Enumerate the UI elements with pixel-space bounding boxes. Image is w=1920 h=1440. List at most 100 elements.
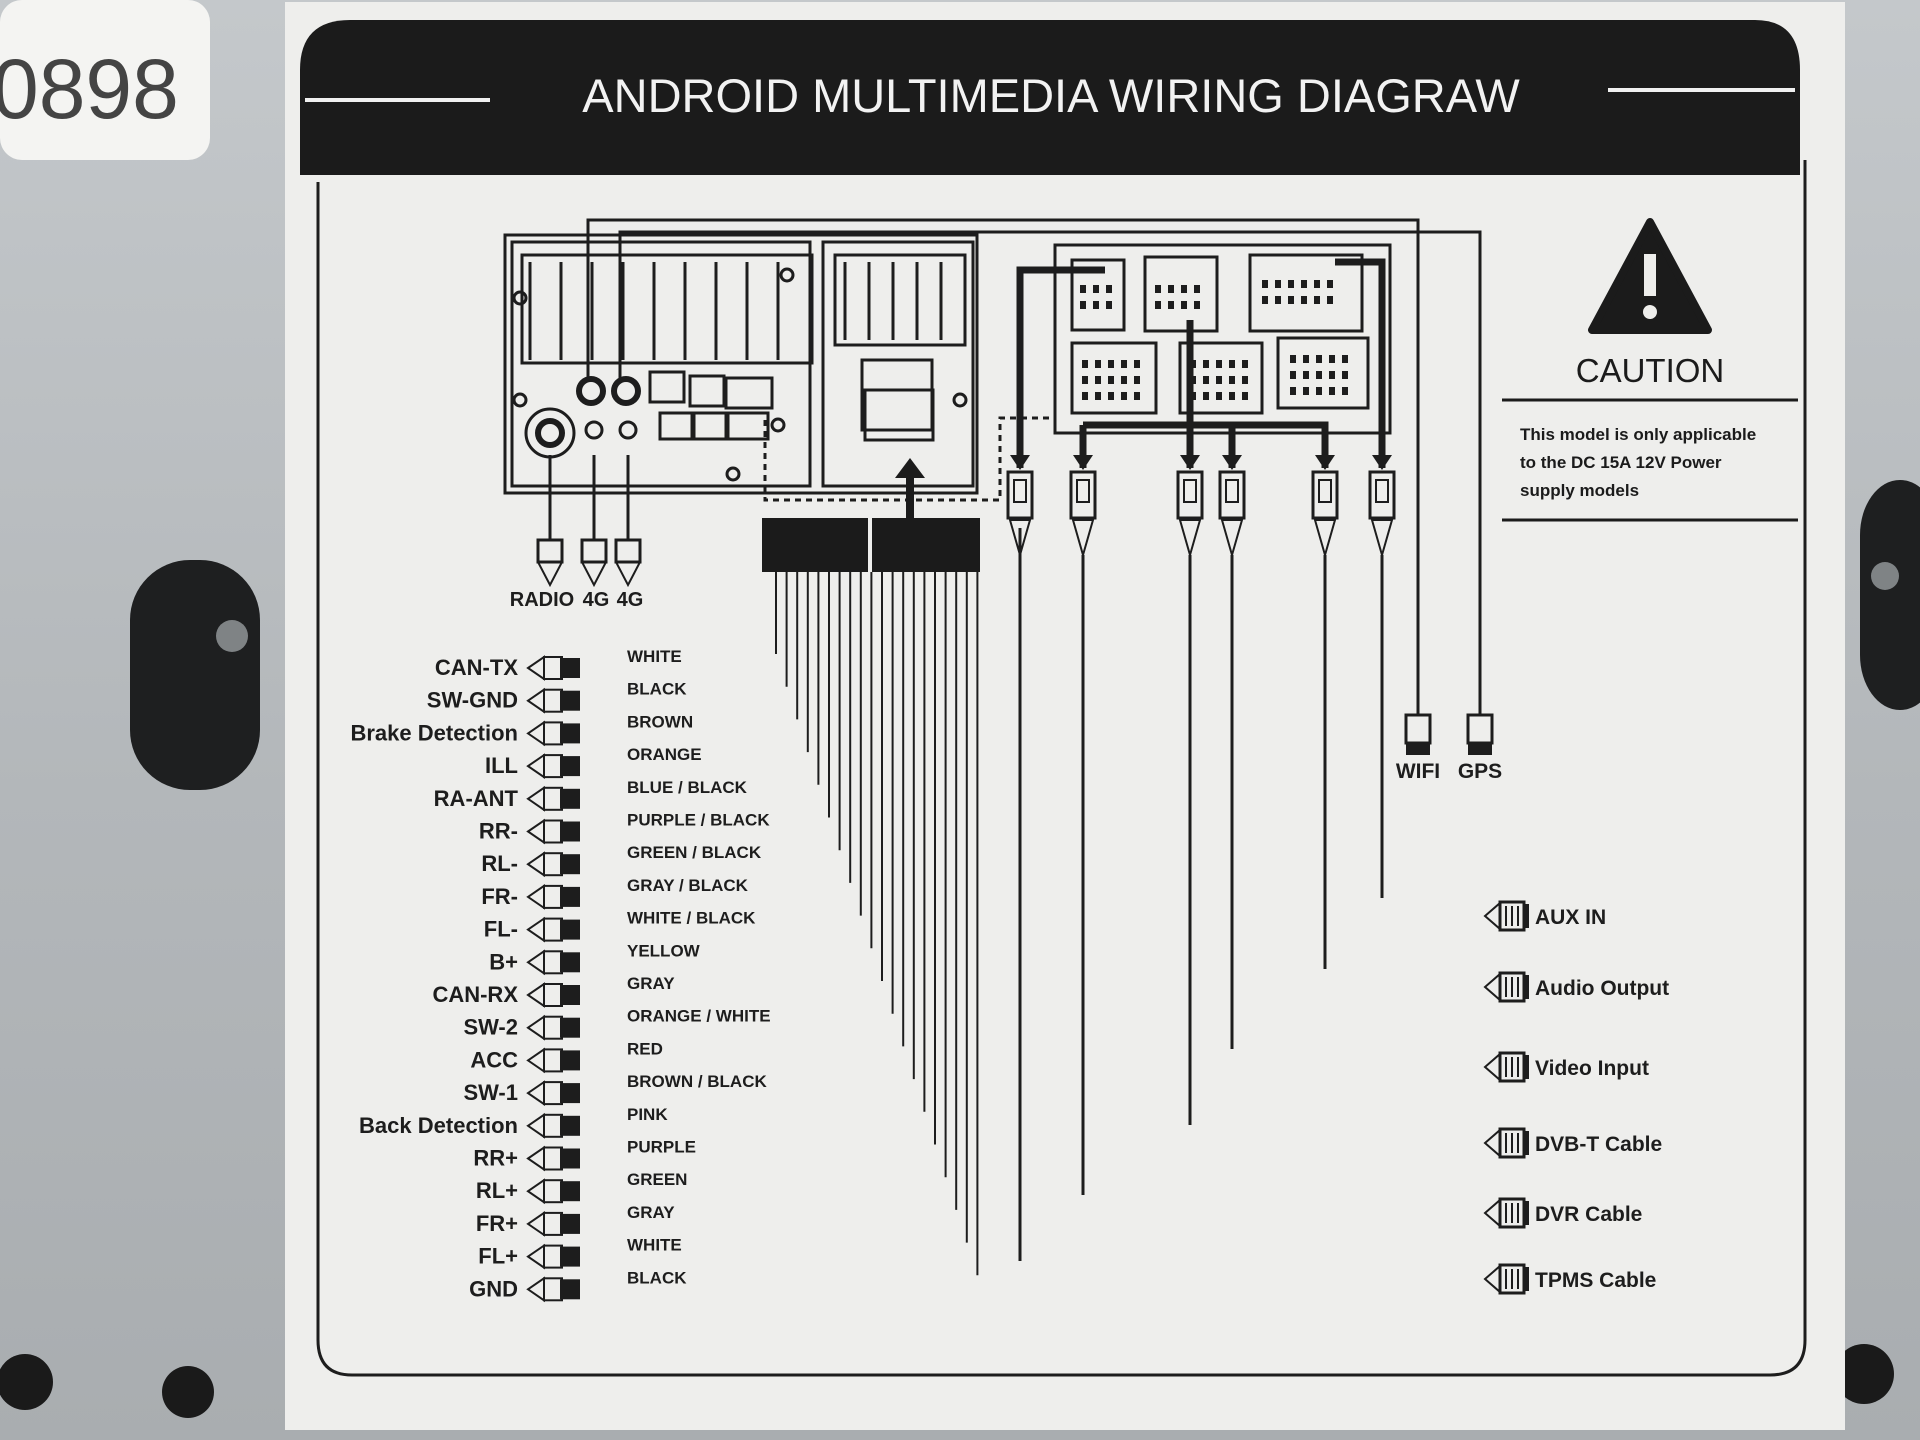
harness-plug-tip (526, 655, 545, 681)
cable-plug-inner (1076, 479, 1090, 503)
harness-plug-tip (526, 753, 545, 780)
harness-function-label: CAN-TX (435, 655, 518, 680)
mount-slot-left (130, 560, 260, 790)
harness-function-label: SW-GND (427, 688, 518, 713)
connector-pin (1093, 301, 1099, 309)
cable-plug-inner (1183, 479, 1197, 503)
harness-plug-cap (560, 952, 580, 973)
connector-pin (1316, 387, 1322, 395)
cable-plug (1218, 470, 1246, 520)
harness-plug-cap (560, 723, 580, 744)
harness-color-label: BLACK (627, 1268, 687, 1287)
harness-plug-tip (526, 1014, 545, 1041)
antenna-label: 4G (617, 589, 644, 611)
connector-pin (1290, 387, 1296, 395)
connector-pin (1262, 280, 1268, 288)
connector-pin (1093, 285, 1099, 293)
harness-wires (775, 572, 979, 1276)
cable-plug-tip (1178, 519, 1202, 559)
cable-arrow-head (1010, 455, 1030, 470)
connector-pin (1121, 360, 1127, 368)
harness-plug-tip (526, 1210, 545, 1237)
cable-label: DVB-T Cable (1535, 1133, 1662, 1156)
connector-pin (1275, 280, 1281, 288)
title-bar (300, 20, 1800, 175)
caution-heading: CAUTION (1576, 352, 1725, 389)
harness-function-label: GND (469, 1276, 518, 1301)
connector-pin (1203, 392, 1209, 400)
connector-pin (1303, 371, 1309, 379)
harness-plug-cap (560, 690, 580, 711)
harness-plug-cap (560, 1181, 580, 1202)
cable-plug-cap (1524, 1201, 1529, 1225)
harness-plug-cap (560, 886, 580, 907)
harness-function-label: FR+ (476, 1211, 518, 1236)
harness-plug-tip (526, 1145, 545, 1172)
connector-pin (1216, 376, 1222, 384)
connector-pin (1242, 360, 1248, 368)
harness-plug-cap (560, 1279, 580, 1300)
connector-pin (1316, 355, 1322, 363)
harness-plug-cap (560, 788, 580, 809)
cable-plug-inner (1375, 479, 1389, 503)
cable-plug-cap (1524, 1267, 1529, 1291)
cable-plug-inner (1013, 479, 1027, 503)
harness-plug-cap (560, 658, 580, 678)
antenna-plug-tip (614, 561, 642, 588)
connector-pin (1329, 371, 1335, 379)
connector-pin (1229, 360, 1235, 368)
caution-line-2: to the DC 15A 12V Power (1520, 453, 1722, 472)
connector-pin (1216, 392, 1222, 400)
harness-function-label: SW-2 (463, 1015, 518, 1040)
connector-pin (1329, 387, 1335, 395)
heatsink-fins (528, 262, 943, 360)
connector-pin (1095, 392, 1101, 400)
cable-label: Video Input (1535, 1057, 1649, 1080)
antenna-plug-tip (536, 561, 564, 588)
connector-pin (1327, 280, 1333, 288)
harness-plug-tip (526, 982, 545, 1008)
cable-label: TPMS Cable (1535, 1269, 1656, 1292)
connector-pin (1121, 376, 1127, 384)
antenna-label: 4G (583, 589, 610, 611)
harness-plug-tip (526, 818, 545, 845)
antenna-plug-base (1406, 743, 1430, 755)
connector-pin (1080, 285, 1086, 293)
connector-pin (1303, 355, 1309, 363)
cable-plug (1069, 470, 1097, 520)
harness-function-label: SW-1 (463, 1080, 518, 1105)
connector-pin (1134, 392, 1140, 400)
connector-pin (1108, 360, 1114, 368)
harness-arrow (895, 458, 925, 478)
connector-pins (1080, 280, 1348, 400)
caution-line-3: supply models (1520, 481, 1639, 500)
harness-plug-tip (526, 949, 545, 976)
cable-plug-tip (1008, 519, 1032, 559)
harness-color-label: GREEN (627, 1170, 687, 1189)
harness-function-label: FL- (484, 917, 518, 942)
connector-pin (1301, 296, 1307, 304)
harness-plug-cap (560, 1083, 580, 1104)
cable-plug-cap (1524, 975, 1529, 999)
connector-pin (1203, 376, 1209, 384)
harness-plug-cap (560, 1148, 580, 1169)
connector-pin (1155, 285, 1161, 293)
harness-plug-cap (560, 1213, 580, 1234)
warning-icon-dot (1643, 305, 1657, 319)
harness-plug-cap (560, 919, 580, 940)
harness-plug-cap (560, 854, 580, 875)
connector-pin (1229, 376, 1235, 384)
connector-pin (1327, 296, 1333, 304)
cable-arrow-head (1180, 455, 1200, 470)
harness-color-label: GRAY (627, 974, 675, 993)
harness-function-label: ILL (485, 753, 518, 778)
antenna-label: WIFI (1396, 760, 1440, 783)
connector-pin (1134, 376, 1140, 384)
screw-hole-right (1871, 562, 1899, 590)
antenna-label: RADIO (510, 589, 574, 611)
harness-function-label: ACC (470, 1047, 518, 1072)
connector-pin (1108, 376, 1114, 384)
harness-function-label: Back Detection (359, 1113, 518, 1138)
harness-color-label: GRAY (627, 1203, 675, 1222)
harness-plug-cap (560, 821, 580, 842)
